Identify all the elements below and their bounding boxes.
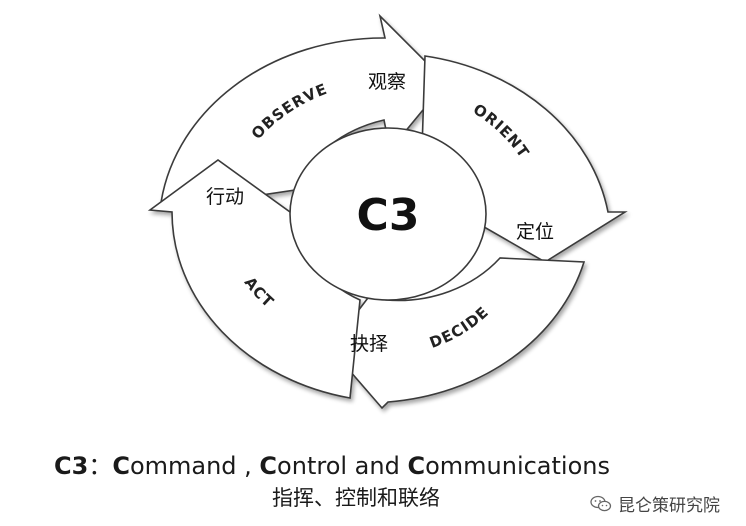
phase-label-decide-cn: 抉择 xyxy=(350,333,388,355)
caption-word-rest-2: ontrol and xyxy=(277,452,408,480)
phase-label-act-cn: 行动 xyxy=(206,186,244,208)
caption-word-initial-2: C xyxy=(259,452,278,480)
caption-chinese: 指挥、控制和联络 xyxy=(272,486,440,510)
center-label: C3 xyxy=(357,190,420,241)
cycle-ring xyxy=(147,13,628,410)
segment-decide-arrow xyxy=(328,257,586,410)
watermark-text: 昆仑策研究院 xyxy=(618,496,720,516)
caption-prefix: C3 xyxy=(54,452,89,480)
phase-label-observe-cn: 观察 xyxy=(368,71,406,93)
phase-label-orient-cn: 定位 xyxy=(516,221,554,243)
caption-word-initial-3: C xyxy=(407,452,426,480)
watermark: 昆仑策研究院 xyxy=(590,491,720,516)
wechat-icon xyxy=(590,495,612,513)
caption-word-initial-1: C xyxy=(112,452,130,480)
caption-english: C3：Command , Control and Communications xyxy=(54,446,610,481)
center-circle xyxy=(289,127,487,301)
caption-word-rest-1: ommand , xyxy=(129,452,260,480)
c3-cycle-diagram: C3 OBSERVE ORIENT DECIDE ACT 观察 定位 抉择 行动 xyxy=(147,13,628,410)
caption-separator: ： xyxy=(88,452,113,480)
caption-word-rest-3: ommunications xyxy=(425,452,610,480)
